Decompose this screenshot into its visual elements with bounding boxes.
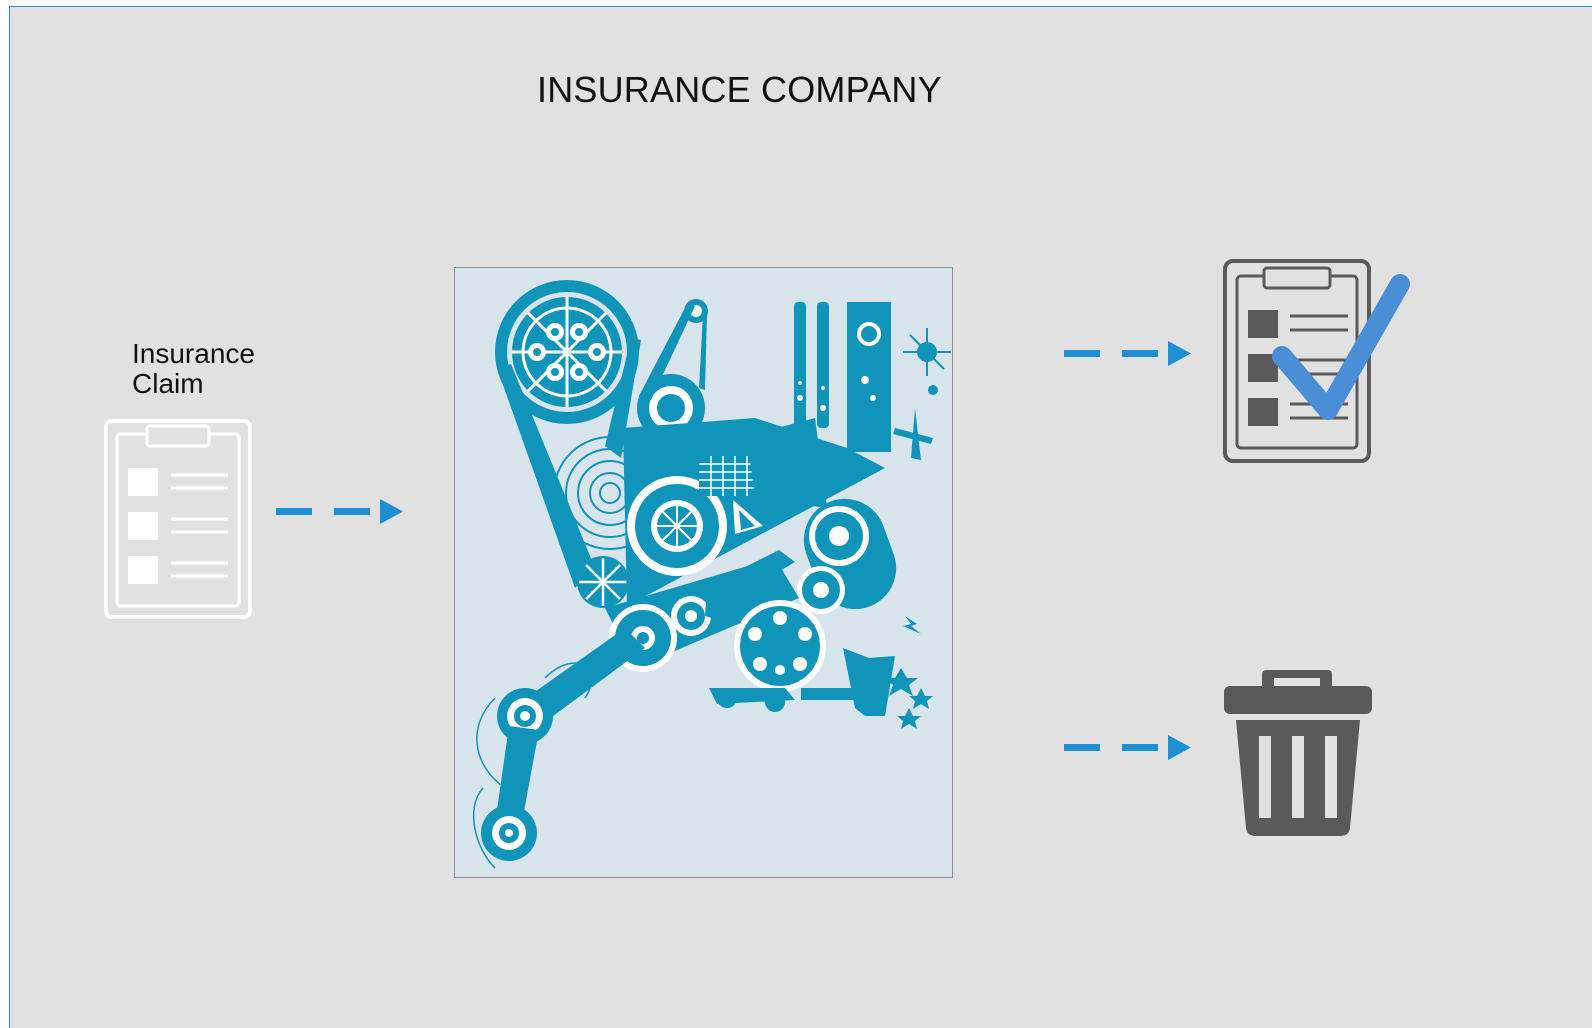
arrow-claim-to-process xyxy=(276,499,403,524)
diagram-title: INSURANCE COMPANY xyxy=(537,69,942,110)
arrow-process-to-trash xyxy=(1064,735,1191,760)
clipboard-icon xyxy=(104,419,252,619)
insurance-claim-label: Insurance Claim xyxy=(132,339,255,399)
claim-label-line1: Insurance xyxy=(132,338,255,369)
trash-can-icon xyxy=(1224,670,1372,836)
machine-illustration-icon xyxy=(472,280,951,869)
arrow-process-to-approved xyxy=(1064,341,1191,366)
approved-clipboard-icon xyxy=(1223,259,1410,463)
claim-label-line2: Claim xyxy=(132,368,204,399)
